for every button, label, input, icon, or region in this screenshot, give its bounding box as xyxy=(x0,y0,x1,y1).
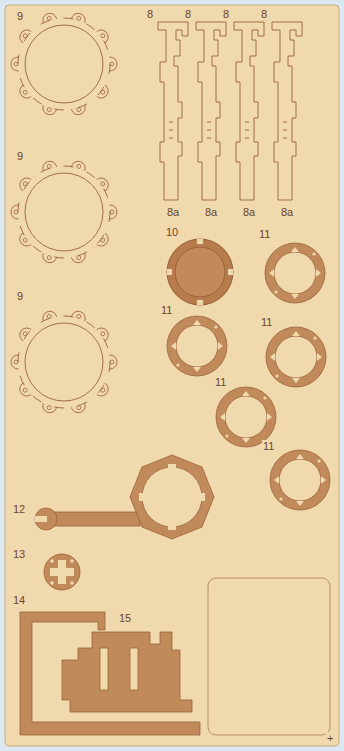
part-number: 11 xyxy=(214,376,227,389)
part-number: 15 xyxy=(118,612,132,625)
part-number: 14 xyxy=(12,594,26,607)
part-number: 9 xyxy=(16,150,24,163)
part-number: 8a xyxy=(204,206,218,219)
part-number: 8a xyxy=(242,206,256,219)
part-number: 8 xyxy=(260,8,268,21)
part-number: + xyxy=(326,732,334,745)
part-number: 8 xyxy=(184,8,192,21)
part-number: 8 xyxy=(222,8,230,21)
part-number: 11 xyxy=(262,440,275,453)
part-number: 11 xyxy=(260,316,273,329)
part-number: 8a xyxy=(280,206,294,219)
part-number: 8a xyxy=(166,206,180,219)
part-number: 12 xyxy=(12,503,26,516)
part-number: 11 xyxy=(160,304,173,317)
part-number: 10 xyxy=(165,226,179,239)
part-number: 9 xyxy=(16,10,24,23)
part-number: 13 xyxy=(12,548,26,561)
part-number: 8 xyxy=(146,8,154,21)
part-number: 11 xyxy=(258,228,271,241)
part-number: 9 xyxy=(16,290,24,303)
